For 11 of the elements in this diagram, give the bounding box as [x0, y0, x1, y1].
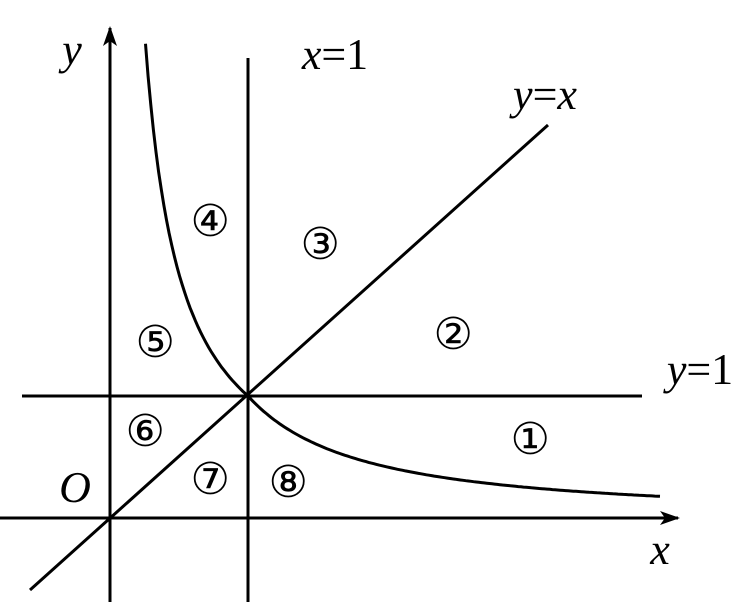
region-number: ⑧ — [268, 461, 308, 505]
region-number: ① — [510, 418, 550, 462]
region-number: ⑦ — [190, 458, 230, 502]
axis-label: x — [650, 528, 670, 572]
region-number: ② — [434, 313, 472, 357]
region-number: ⑥ — [126, 410, 164, 454]
region-number: ③ — [300, 223, 340, 267]
region-number: ④ — [190, 200, 230, 244]
origin-label: O — [59, 466, 91, 510]
region-number: ⑤ — [136, 321, 174, 365]
line-label: x=1 — [302, 33, 368, 77]
